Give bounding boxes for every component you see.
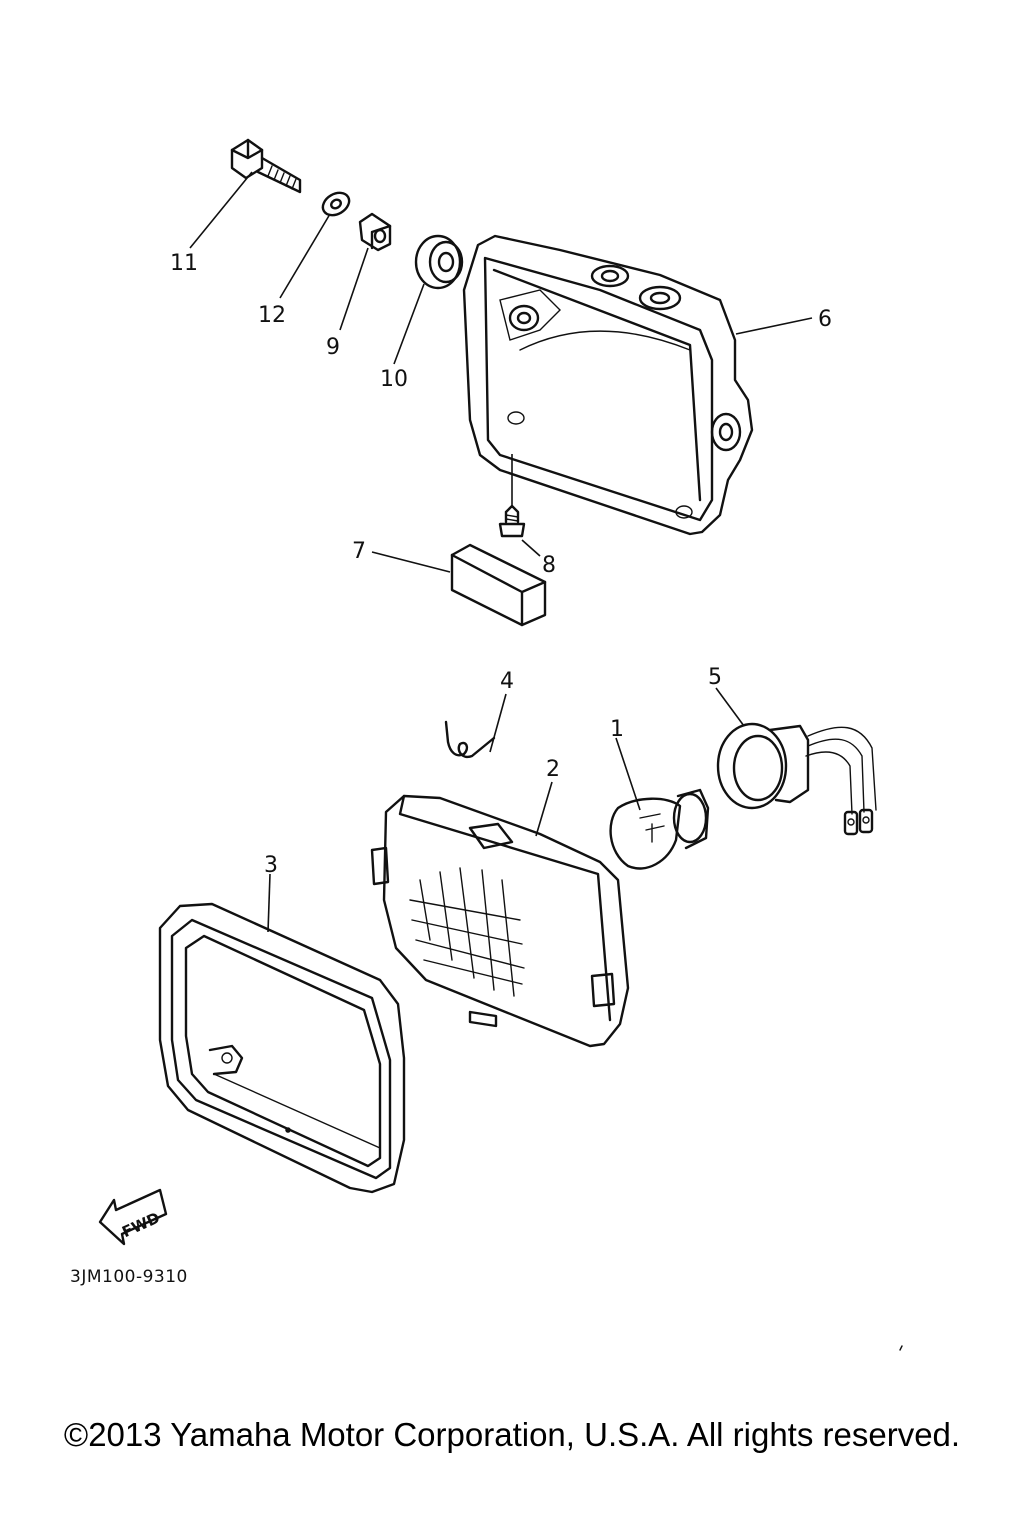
copyright-notice: ©2013 Yamaha Motor Corporation, U.S.A. A… [63,1416,961,1453]
part-12-washer [321,191,351,217]
callout-11: 11 [170,251,198,276]
part-3-rim [158,902,406,1194]
callout-6: 6 [818,307,832,332]
callout-3: 3 [264,853,278,878]
callout-2: 2 [546,757,560,782]
callout-7: 7 [352,539,366,564]
part-2-lens-unit [370,794,630,1048]
stray-mark [899,1345,903,1351]
part-8-screw [498,504,526,538]
part-4-spring-clip [444,720,496,759]
diagram-code: 3JM100-9310 [70,1267,188,1287]
callout-12: 12 [258,303,286,328]
part-11-bolt [230,138,302,194]
fwd-label: FWD [119,1209,162,1241]
callout-labels: 11 12 9 10 6 7 8 4 5 1 2 3 [170,251,832,878]
callout-9: 9 [326,335,340,360]
part-10-grommet [414,234,464,290]
part-9-collar [358,212,392,252]
part-7-block [450,543,547,627]
part-6-housing [462,234,754,536]
callout-1: 1 [610,717,624,742]
fwd-arrow-icon: FWD [98,1188,168,1246]
callout-4: 4 [500,669,514,694]
leader-lines [189,171,813,933]
callout-5: 5 [708,665,722,690]
part-1-bulb [609,788,710,870]
part-5-socket [716,722,877,836]
callout-10: 10 [380,367,408,392]
callout-8: 8 [542,553,556,578]
